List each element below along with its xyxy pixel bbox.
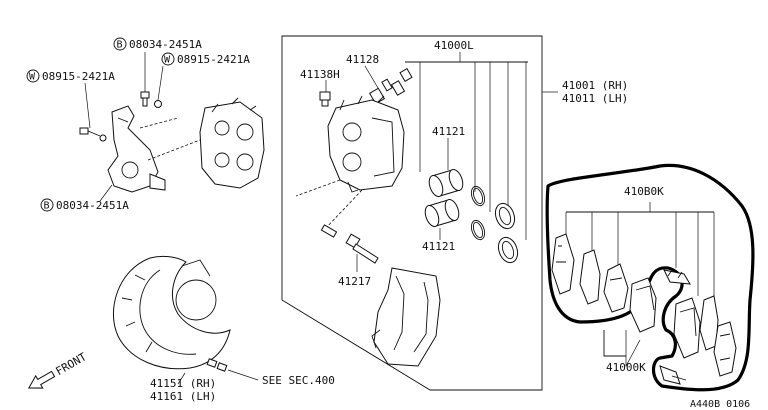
wear-sensor-icon (659, 365, 687, 385)
bolt-marker-circle (113, 37, 127, 51)
label-bolt-bottom: 08034-2451A (56, 199, 129, 212)
bleeder-cap-icon (319, 91, 331, 107)
pad-clip-icon (663, 269, 691, 285)
label-see-section[interactable]: SEE SEC.400 (262, 374, 335, 387)
pad-kit-outline (545, 163, 755, 392)
caliper-bracket-icon (199, 97, 265, 189)
piston-icon-lower (424, 198, 460, 228)
bleeder-plug-icon (390, 67, 413, 96)
bolt-icon (140, 91, 150, 107)
piston-icon (428, 168, 464, 198)
label-piston-bottom: 41121 (422, 240, 455, 253)
drawing-code: A440B 0106 (690, 399, 750, 410)
shim-icon (551, 233, 575, 295)
front-arrow-icon: FRONT (27, 350, 90, 389)
label-piston-top: 41121 (432, 125, 465, 138)
label-front: FRONT (54, 350, 90, 378)
dust-boot-icon (494, 202, 519, 264)
brake-pad-icon (629, 277, 657, 333)
torque-member-icon (371, 267, 441, 367)
label-bleeder: 41128 (346, 53, 379, 66)
caliper-body-icon (327, 95, 405, 193)
label-washer-top: 08915-2421A (177, 53, 250, 66)
washer-marker-letter: W (164, 55, 171, 66)
seal-ring-icon (470, 185, 486, 241)
dust-shield-icon (112, 255, 231, 370)
label-bolt-top: 08034-2451A (129, 38, 202, 51)
label-shield-rh: 41151 (RH) (150, 377, 216, 390)
bolt-marker-letter: B (117, 40, 123, 51)
caliper-assembly-frame (281, 35, 543, 391)
washer-marker-circle-left (26, 69, 40, 83)
label-shield-lh: 41161 (LH) (150, 390, 216, 403)
label-washer-left: 08915-2421A (42, 70, 115, 83)
shim-icon-2 (579, 249, 601, 305)
label-caliper-rh: 41001 (RH) (562, 79, 628, 92)
slide-pin-icon (320, 224, 379, 264)
label-slide-pin: 41217 (338, 275, 371, 288)
label-bleeder-cap: 41138H (300, 68, 340, 81)
bolt-icon-left (79, 127, 107, 142)
washer-icon (154, 100, 162, 108)
bolt-marker-letter-bottom: B (44, 201, 50, 212)
knuckle-icon (107, 105, 201, 193)
label-seal-kit: 41000L (434, 39, 474, 52)
label-pad-kit-hw: 41000K (606, 361, 646, 374)
shim-icon-4 (713, 321, 737, 377)
screw-icon (206, 358, 228, 372)
pad-spring-icon (603, 263, 629, 313)
label-pad-kit: 410B0K (624, 185, 664, 198)
brake-pad-icon-2 (673, 297, 701, 359)
label-caliper-lh: 41011 (LH) (562, 92, 628, 105)
washer-marker-letter-left: W (29, 72, 36, 83)
bolt-marker-circle-bottom (40, 198, 54, 212)
washer-marker-circle (161, 52, 175, 66)
